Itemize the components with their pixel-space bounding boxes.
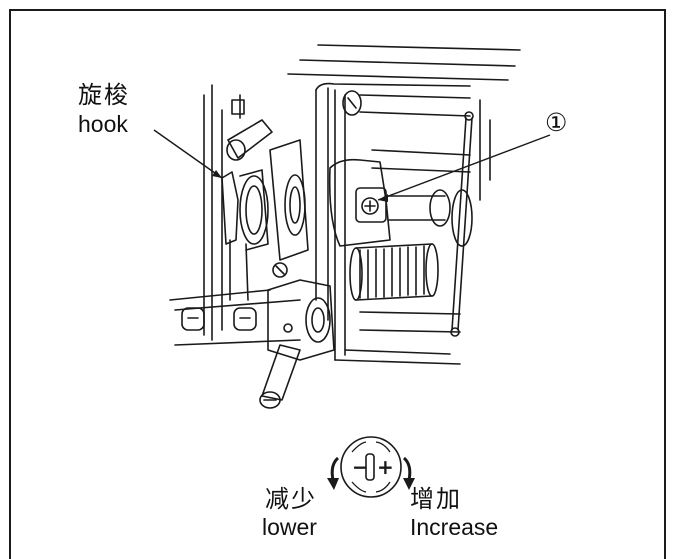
callout-leader-line <box>377 134 551 201</box>
dial-minus-symbol: − <box>352 455 369 479</box>
increase-label-chinese: 增加 <box>410 485 462 513</box>
callout-number-1: ① <box>545 108 568 137</box>
figure-frame <box>9 9 666 559</box>
counterclockwise-arrow-icon <box>327 456 340 490</box>
hook-leader-line <box>153 129 223 179</box>
decrease-label-chinese: 减少 <box>265 485 317 513</box>
clockwise-arrow-icon <box>402 456 415 490</box>
dial-plus-symbol: + <box>377 455 394 479</box>
increase-label-english: Increase <box>410 514 499 540</box>
decrease-label-english: lower <box>262 514 317 540</box>
hook-label-chinese: 旋梭 <box>78 81 130 109</box>
hook-label-english: hook <box>78 111 128 137</box>
